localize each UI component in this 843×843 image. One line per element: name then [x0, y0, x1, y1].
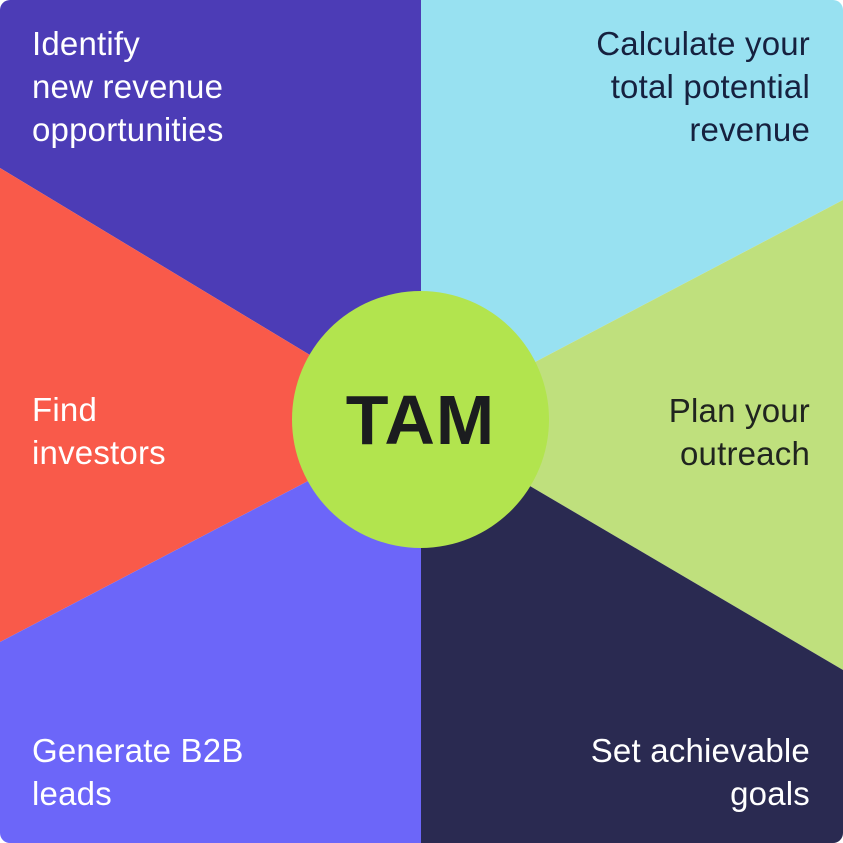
section-label-calculate-total-potential-revenue: Calculate your total potential revenue	[596, 25, 810, 148]
wedge-find-investors	[0, 168, 421, 642]
wedge-plan-your-outreach	[421, 200, 843, 670]
wedge-generate-b2b-leads	[0, 422, 421, 843]
wedge-calculate-total-potential-revenue	[421, 0, 843, 422]
section-label-find-investors: Find investors	[32, 391, 166, 471]
section-label-identify-new-revenue-opportunities: Identify new revenue opportunities	[32, 25, 224, 148]
tam-center-circle	[292, 291, 549, 548]
section-label-plan-your-outreach: Plan your outreach	[668, 392, 810, 472]
wedge-identify-new-revenue-opportunities	[0, 0, 421, 422]
wedge-set-achievable-goals	[421, 422, 843, 843]
tam-center-label: TAM	[345, 380, 496, 459]
section-label-set-achievable-goals: Set achievable goals	[590, 732, 810, 812]
section-label-generate-b2b-leads: Generate B2B leads	[32, 732, 244, 812]
